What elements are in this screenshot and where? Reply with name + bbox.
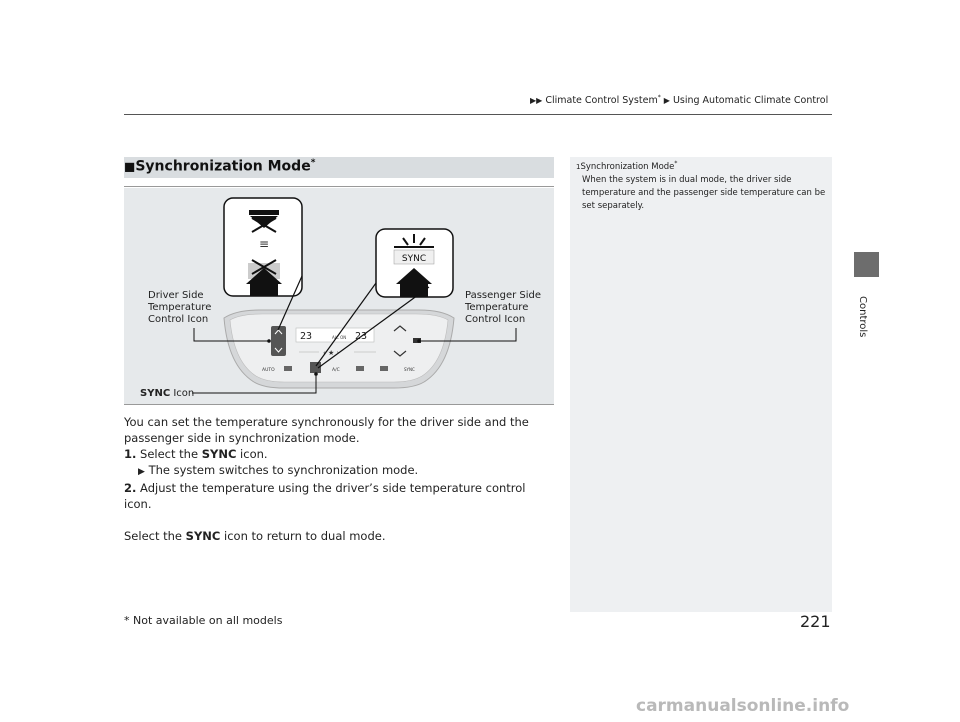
breadcrumb-arrow: ▶: [663, 96, 670, 106]
note-column: [570, 157, 832, 612]
section-header-bar: [124, 157, 554, 178]
equals-glyph: ≡: [259, 237, 269, 251]
climate-panel: 23 A/C ON 23 ‹ ★ › AUTO A/C SYNC: [223, 309, 455, 389]
breadcrumb-arrow: ▶▶: [530, 96, 543, 106]
auto-button-label: AUTO: [262, 367, 275, 373]
chapter-tab-marker: [854, 252, 879, 277]
ac-status-readout: A/C ON: [332, 335, 346, 340]
result-arrow-icon: ▶: [138, 467, 145, 477]
sync-panel-label: SYNC: [404, 367, 415, 372]
passenger-temp-label: Passenger Side Temperature Control Icon: [465, 290, 542, 325]
availability-mark: *: [657, 94, 661, 101]
step-1-result: ▶ The system switches to synchronization…: [138, 463, 419, 477]
sync-icon-label: SYNC Icon: [140, 388, 195, 399]
figure-rule-top: [124, 186, 554, 187]
availability-mark: *: [674, 160, 678, 167]
availability-mark: *: [310, 158, 316, 168]
driver-leader-line: [277, 275, 303, 331]
driver-temp-up-icon: [249, 210, 279, 233]
figure-rule-bottom: [124, 404, 554, 405]
step-1: 1. Select the SYNC icon.: [124, 447, 268, 461]
sync-press-icon: SYNC: [393, 234, 435, 297]
note-title-text: Synchronization Mode: [580, 161, 675, 172]
driver-temp-down-icon: [246, 259, 282, 296]
chapter-tab-label[interactable]: Controls: [857, 296, 868, 338]
breadcrumb-item[interactable]: Using Automatic Climate Control: [672, 95, 829, 107]
driver-label-line: [193, 328, 269, 342]
breadcrumb: ▶▶ Climate Control System* ▶ Using Autom…: [530, 94, 828, 106]
passenger-label-line: [419, 328, 517, 342]
driver-temp-control-highlight: [271, 326, 286, 356]
footnote: * Not available on all models: [124, 614, 283, 627]
availability-mark: *: [124, 614, 130, 627]
body-text: You can set the temperature synchronousl…: [124, 414, 554, 544]
climate-control-figure: ≡ SYNC 23 A/C ON: [124, 188, 554, 404]
note-title: 1Synchronization Mode*: [576, 160, 677, 172]
climate-panel-illustration: ≡ SYNC 23 A/C ON: [192, 197, 517, 394]
intro-paragraph: You can set the temperature synchronousl…: [124, 415, 529, 445]
watermark: carmanualsonline.info: [636, 696, 850, 716]
sync-icon-highlight: [310, 362, 321, 373]
final-paragraph: Select the SYNC icon to return to dual m…: [124, 529, 386, 543]
note-text: When the system is in dual mode, the dri…: [582, 175, 826, 211]
driver-temp-label: Driver Side Temperature Control Icon: [148, 290, 212, 325]
note-marker-icon: 1: [576, 162, 581, 171]
sync-label-line: [192, 374, 317, 394]
header-rule: [124, 114, 832, 115]
temp-left-readout: 23: [300, 331, 312, 342]
sync-leader-line-b: [317, 286, 430, 369]
sync-leader-line-a: [315, 282, 377, 367]
section-title: ■Synchronization Mode*: [124, 158, 315, 175]
section-title-text: Synchronization Mode: [135, 158, 311, 175]
section-marker-icon: ■: [124, 159, 136, 174]
page-number: 221: [800, 612, 831, 631]
svg-text:‹ ★ ›: ‹ ★ ›: [323, 349, 340, 357]
ac-button-label: A/C: [332, 367, 340, 373]
sync-button-label: SYNC: [402, 254, 426, 264]
step-2: 2. Adjust the temperature using the driv…: [124, 481, 526, 511]
breadcrumb-item[interactable]: Climate Control System: [545, 95, 658, 107]
